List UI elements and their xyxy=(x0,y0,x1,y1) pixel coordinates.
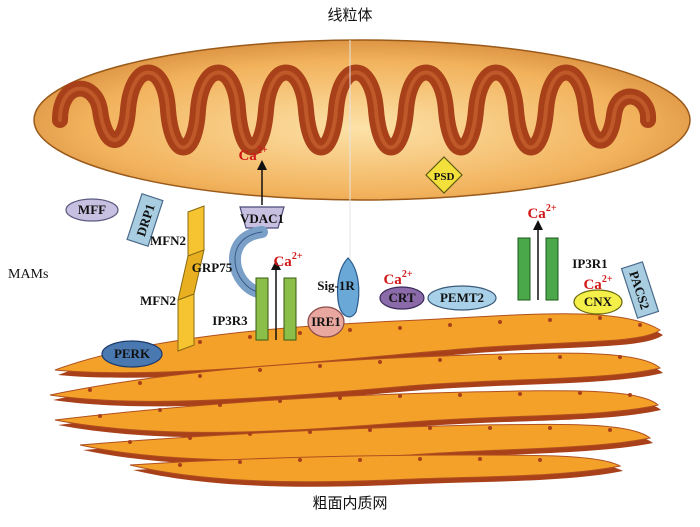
mitochondrion xyxy=(33,39,691,201)
ca-ip3r1: Ca2+ xyxy=(527,203,556,222)
mams-label: MAMs xyxy=(8,267,48,282)
ip3r3-label: IP3R3 xyxy=(212,313,248,328)
mfn2-bottom-label: MFN2 xyxy=(140,293,176,308)
ire1-protein: IRE1 xyxy=(307,306,345,338)
pemt2-label: PEMT2 xyxy=(440,290,484,305)
ire1-label: IRE1 xyxy=(311,314,341,329)
mff-protein: MFF xyxy=(65,198,119,222)
grp75-label: GRP75 xyxy=(192,260,233,275)
cnx-label: CNX xyxy=(584,294,613,309)
perk-label: PERK xyxy=(114,346,151,361)
ca-crt: Ca2+ xyxy=(383,269,412,288)
ip3r3-channel xyxy=(255,260,297,341)
crt-protein: CRT xyxy=(379,286,425,310)
crt-label: CRT xyxy=(389,290,416,305)
vdac1-channel: VDAC1 xyxy=(239,206,285,229)
pemt2-protein: PEMT2 xyxy=(427,285,497,311)
vdac1-label: VDAC1 xyxy=(240,211,284,226)
sig1r-protein xyxy=(336,257,360,318)
ip3r1-channel xyxy=(517,220,559,301)
mfn2-top-label: MFN2 xyxy=(150,233,186,248)
sig1r-label: Sig-1R xyxy=(317,278,355,293)
mfn2-tether: MFN2 MFN2 xyxy=(140,205,205,352)
ca-cnx: Ca2+ xyxy=(583,274,612,293)
psd-protein: PSD xyxy=(425,156,463,194)
cnx-protein: CNX xyxy=(573,289,623,315)
pacs2-protein: PACS2 xyxy=(620,261,660,319)
ca-vdac1: Ca2+ xyxy=(238,145,267,164)
perk-protein: PERK xyxy=(101,340,163,368)
ip3r1-label: IP3R1 xyxy=(572,256,607,271)
psd-label: PSD xyxy=(434,171,455,183)
rough-er xyxy=(49,313,663,487)
mitochondria-title: 线粒体 xyxy=(327,6,372,24)
mff-label: MFF xyxy=(78,202,106,217)
er-title: 粗面内质网 xyxy=(312,494,387,512)
ca-ip3r3: Ca2+ xyxy=(273,251,302,270)
